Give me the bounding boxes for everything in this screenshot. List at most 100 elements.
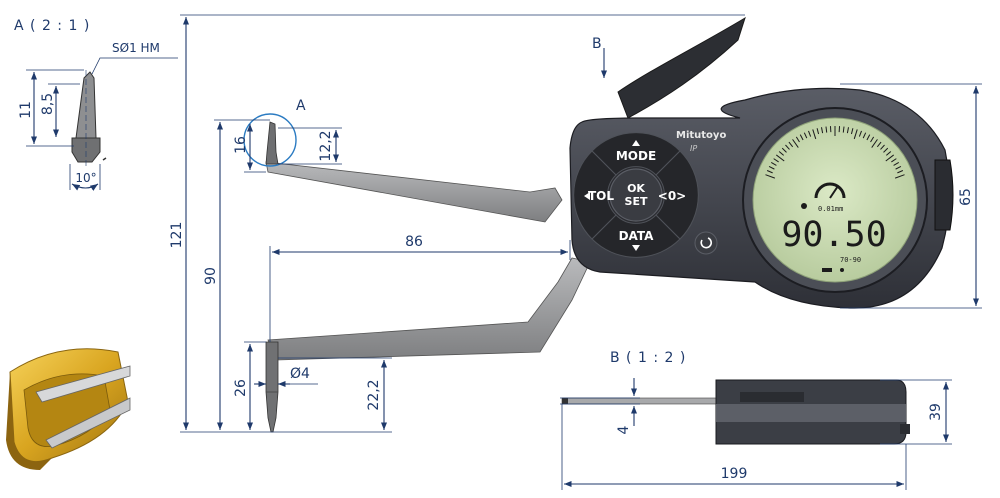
- scale-tick: [821, 127, 824, 134]
- lever-trigger: [617, 16, 746, 119]
- dim-12-2: 12,2: [318, 130, 334, 161]
- detail-a-circle: [243, 113, 297, 167]
- dim-10-deg: 10°: [75, 171, 96, 185]
- ip-rating-logo: IP: [690, 144, 697, 153]
- ring-shadow: [6, 372, 52, 470]
- scale-tick: [895, 165, 902, 170]
- lcd-lock-icon: [840, 268, 844, 272]
- illustration-upper-jaw: [35, 365, 131, 403]
- lcd-range: 70-90: [840, 256, 861, 264]
- scale-tick: [770, 162, 777, 166]
- dim-121: 121: [169, 222, 185, 249]
- lower-jaw: [267, 257, 591, 361]
- housing-side-cap: [934, 159, 954, 231]
- scale-tick: [766, 170, 773, 174]
- left-arrow-icon: [584, 192, 590, 200]
- lcd-dot-icon: [801, 203, 807, 209]
- scale-tick: [894, 174, 905, 179]
- rod-tip: [562, 398, 568, 404]
- scale-tick: [842, 126, 845, 133]
- scale-tick: [897, 170, 904, 174]
- lever-top-view: [740, 392, 804, 402]
- lcd-resolution: 0.01mm: [818, 205, 843, 213]
- scale-tick: [785, 144, 790, 150]
- dim-199: 199: [721, 466, 748, 482]
- scale-tick: [876, 141, 882, 148]
- scale-tick: [792, 139, 799, 148]
- dim-phi4: Ø4: [290, 366, 310, 382]
- keypad: MODE DATA TOL <0> OK SET: [573, 132, 718, 258]
- detail-a-marker: A: [296, 98, 306, 114]
- scale-tick: [778, 151, 785, 156]
- scale-tick: [885, 151, 892, 156]
- scale-tick: [803, 132, 808, 139]
- data-key-label: DATA: [619, 229, 655, 243]
- detail-b-view: B ( 1 : 2 ) 4 39 199: [560, 350, 952, 490]
- scale-tick: [891, 158, 897, 163]
- tol-key[interactable]: [573, 150, 617, 240]
- scale-tick: [812, 129, 817, 140]
- dim-90: 90: [203, 267, 219, 285]
- scale-tick: [870, 136, 875, 143]
- dim-39: 39: [928, 403, 944, 421]
- scale-tick: [816, 128, 820, 135]
- scale-tick: [808, 130, 812, 137]
- illustration-lower-jaw: [45, 397, 131, 449]
- set-label: SET: [625, 195, 648, 208]
- dim-4: 4: [616, 425, 632, 434]
- dim-arc-10: [71, 183, 99, 191]
- scale-tick: [765, 174, 776, 179]
- tolerance-arc-icon: [814, 182, 846, 199]
- scale-tick: [862, 132, 867, 139]
- battery-icon: [822, 268, 832, 272]
- dim-26: 26: [233, 379, 249, 397]
- dim-8-5: 8,5: [40, 93, 56, 115]
- scale-tick: [866, 134, 871, 141]
- ok-set-key[interactable]: [609, 168, 663, 222]
- scale-tick: [788, 141, 794, 148]
- body-mid-band: [716, 404, 906, 422]
- scale-tick: [775, 154, 785, 162]
- jaw-rod-top: [561, 397, 723, 405]
- detail-a-title: A ( 2 : 1 ): [14, 18, 90, 34]
- tip-spec-leader: [91, 57, 178, 75]
- lcd-reading: 90.50: [781, 215, 886, 255]
- scale-tick: [858, 130, 862, 137]
- scale-tick: [773, 158, 779, 163]
- lcd-display: [752, 117, 918, 283]
- dim-22-2: 22,2: [366, 379, 382, 410]
- refresh-icon: [700, 237, 712, 249]
- scale-tick: [853, 129, 858, 140]
- analog-scale-ticks: [765, 126, 905, 179]
- lower-contact-tip: [265, 341, 279, 433]
- view-b-marker: B: [592, 36, 602, 52]
- dim-86: 86: [405, 234, 423, 250]
- upper-contact-tip: [265, 121, 279, 165]
- scale-tick: [768, 165, 775, 170]
- tip-spec-label: SØ1 HM: [112, 41, 160, 55]
- zero-key[interactable]: [655, 150, 699, 240]
- scale-tick: [781, 147, 787, 153]
- scale-tick: [871, 139, 878, 148]
- scale-tick: [795, 136, 800, 143]
- scale-tick: [880, 144, 885, 150]
- dim-65: 65: [958, 188, 974, 206]
- scale-tick: [846, 127, 849, 134]
- tol-key-label: TOL: [588, 189, 614, 203]
- scale-tick: [825, 126, 828, 133]
- down-arrow-icon: [632, 245, 640, 251]
- brand-logo: Mitutoyo: [676, 130, 726, 141]
- dim-11: 11: [18, 101, 34, 119]
- mode-key-label: MODE: [616, 149, 656, 163]
- up-arrow-icon: [632, 140, 640, 146]
- detail-a-view: A ( 2 : 1 ) SØ1 HM 11 8,5 10°: [14, 18, 178, 191]
- scale-tick: [883, 147, 889, 153]
- side-knob: [900, 424, 910, 434]
- power-button[interactable]: [694, 231, 718, 255]
- tip-base: [71, 137, 101, 163]
- scale-tick: [850, 128, 854, 135]
- detail-b-title: B ( 1 : 2 ): [610, 350, 686, 366]
- scale-tick: [799, 134, 804, 141]
- upper-jaw: [265, 161, 563, 223]
